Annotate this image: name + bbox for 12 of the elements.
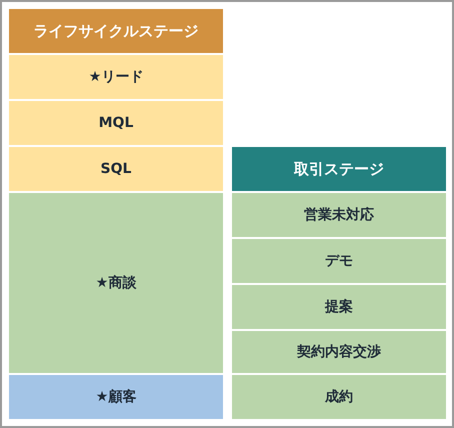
column-header: ライフサイクルステージ — [9, 9, 223, 53]
stage-box: 提案 — [232, 285, 446, 329]
stage-box: ★リード — [9, 55, 223, 99]
stage-box: SQL — [9, 147, 223, 191]
stage-box: 成約 — [232, 375, 446, 419]
stage-box: デモ — [232, 239, 446, 283]
stage-box: ★顧客 — [9, 375, 223, 419]
stage-box: MQL — [9, 101, 223, 145]
column-header: 取引ステージ — [232, 147, 446, 191]
stage-box: 契約内容交渉 — [232, 331, 446, 373]
stage-box: ★商談 — [9, 193, 223, 373]
stage-box: 営業未対応 — [232, 193, 446, 237]
